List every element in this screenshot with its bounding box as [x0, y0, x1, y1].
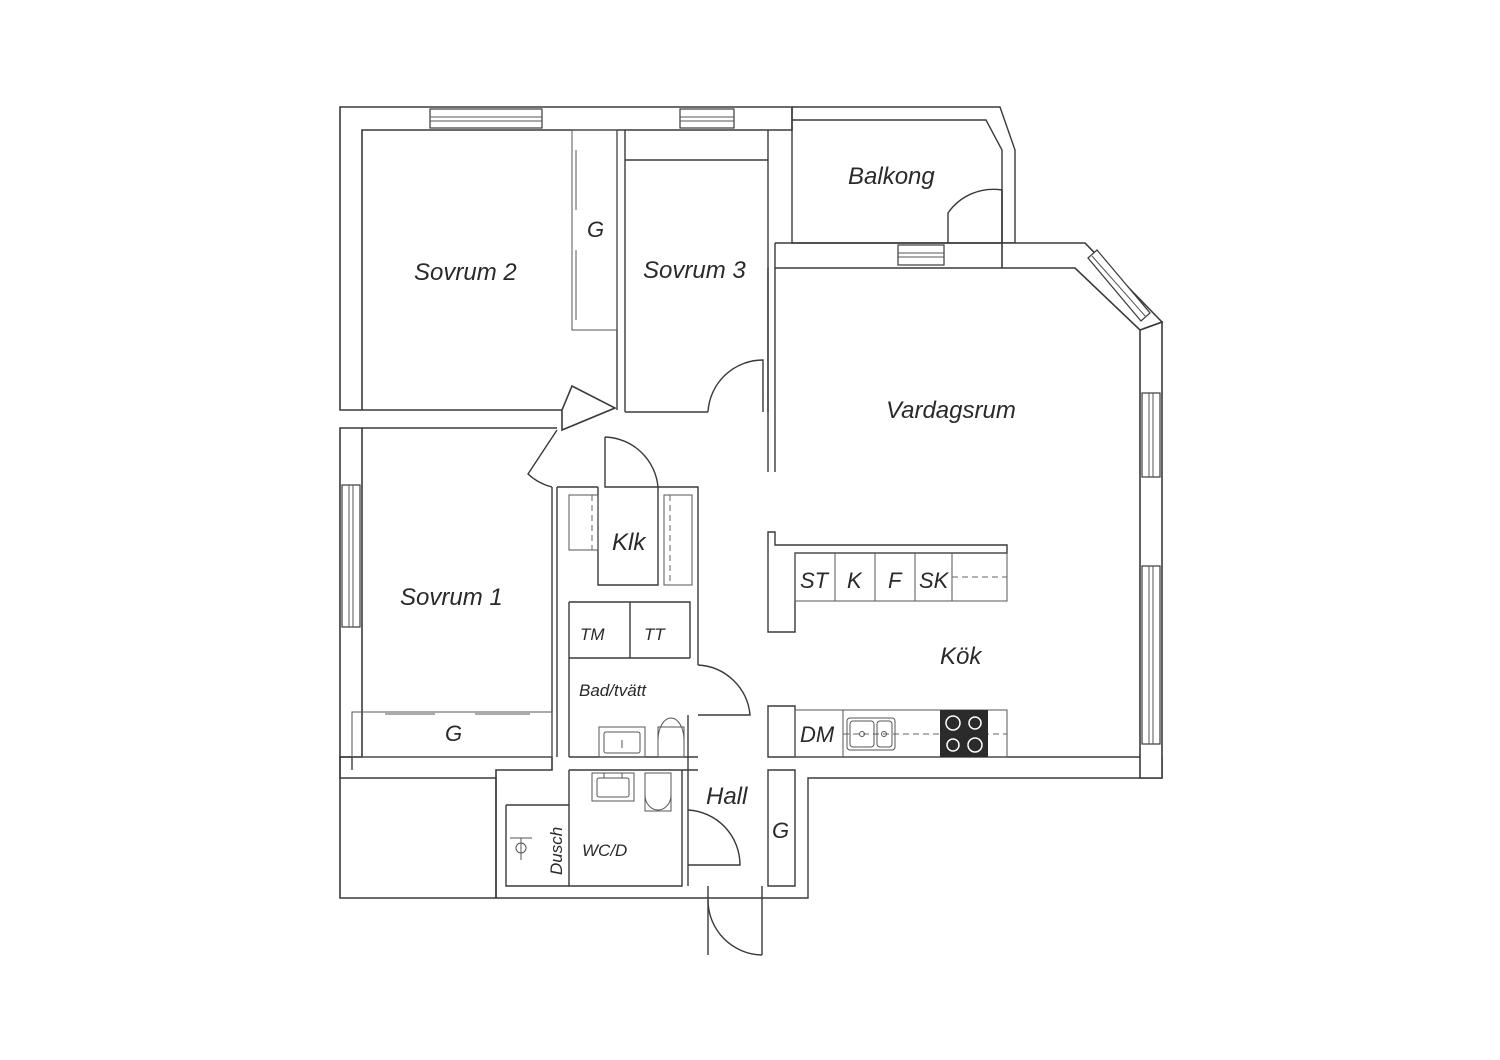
fixture-label-tm: TM: [580, 625, 605, 644]
fixture-label-dm: DM: [800, 722, 835, 747]
wardrobe-sovrum2: [571, 129, 618, 331]
room-label-vardagsrum: Vardagsrum: [886, 397, 1016, 424]
fixture-label-g-sovrum1: G: [445, 721, 462, 746]
fixture-label-f: F: [888, 568, 903, 593]
room-label-sovrum2: Sovrum 2: [414, 259, 517, 286]
fixture-label-g-hall: G: [772, 818, 789, 843]
room-label-balkong: Balkong: [848, 163, 935, 190]
outer-walls: [339, 106, 1164, 899]
windows: [341, 108, 1161, 745]
inner-walls: [362, 130, 1140, 955]
room-label-klk: Klk: [612, 529, 647, 556]
fixture-label-k: K: [847, 568, 863, 593]
klk-shelves: [568, 494, 693, 586]
room-labels: Balkong Sovrum 2 Sovrum 3 Sovrum 1 Varda…: [400, 163, 1016, 875]
room-label-sovrum1: Sovrum 1: [400, 584, 503, 611]
wardrobe-sovrum1: [351, 711, 553, 758]
kitchen-lower-counter: [794, 709, 1008, 758]
room-label-kok: Kök: [940, 643, 983, 670]
room-label-dusch: Dusch: [547, 827, 566, 875]
doors: [527, 188, 1003, 956]
fixture-labels: G G G ST K F SK TM TT DM: [445, 217, 950, 843]
fixture-label-st: ST: [800, 568, 830, 593]
kitchen-upper-counter: [767, 531, 1008, 633]
fixture-label-tt: TT: [644, 625, 666, 644]
fixture-label-g-sovrum2: G: [587, 217, 604, 242]
bathroom-fixtures: [510, 717, 685, 886]
fixture-label-sk: SK: [919, 568, 950, 593]
room-label-bad: Bad/tvätt: [579, 681, 647, 700]
room-label-wc: WC/D: [582, 841, 627, 860]
room-label-hall: Hall: [706, 783, 748, 810]
room-label-sovrum3: Sovrum 3: [643, 257, 746, 284]
